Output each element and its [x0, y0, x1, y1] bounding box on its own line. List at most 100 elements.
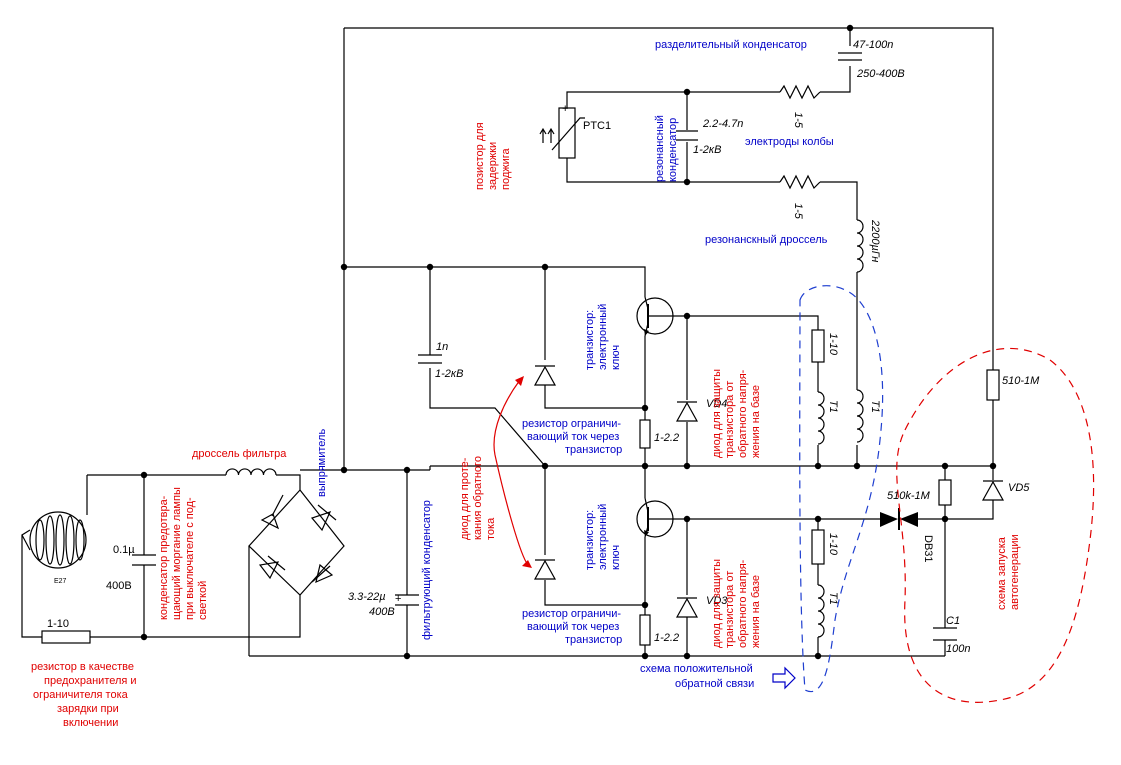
svg-text:резонансный: резонансный [654, 115, 666, 182]
svg-text:при выключателе с под-: при выключателе с под- [184, 497, 196, 620]
svg-text:T1: T1 [827, 400, 839, 413]
svg-text:зарядки при: зарядки при [57, 703, 119, 715]
svg-text:1-2.2: 1-2.2 [654, 432, 679, 444]
svg-text:400B: 400B [106, 580, 132, 592]
svg-text:1-10: 1-10 [47, 618, 69, 630]
svg-text:транзистор:: транзистор: [584, 310, 596, 370]
svg-text:ключ: ключ [610, 545, 622, 570]
capacitor-1n [418, 354, 442, 364]
svg-text:включении: включении [63, 717, 118, 729]
svg-text:1-10: 1-10 [827, 533, 839, 556]
svg-text:VD4: VD4 [706, 398, 727, 410]
autogen-region-outline [896, 347, 1095, 703]
svg-text:3.3-22µ: 3.3-22µ [348, 591, 386, 603]
feedback-region-outline [799, 285, 884, 693]
svg-text:фильтрующий конденсатор: фильтрующий конденсатор [421, 500, 433, 640]
svg-text:1-5: 1-5 [792, 203, 804, 220]
svg-text:1-2.2: 1-2.2 [654, 632, 679, 644]
svg-text:250-400B: 250-400B [856, 68, 905, 80]
svg-text:схема запуска: схема запуска [996, 536, 1008, 610]
svg-text:1n: 1n [436, 341, 448, 353]
svg-text:резистор ограничи-: резистор ограничи- [522, 418, 621, 430]
svg-text:щающий моргание лампы: щающий моргание лампы [171, 487, 183, 620]
capacitor-0-1u [132, 554, 156, 566]
svg-text:электронный: электронный [597, 504, 609, 570]
separating-capacitor [838, 52, 862, 61]
transformer-winding-bottom [817, 584, 825, 638]
diode-reverse-top [533, 365, 557, 386]
svg-text:ключ: ключ [610, 345, 622, 370]
wires [21, 27, 994, 657]
filter-choke [225, 468, 277, 476]
svg-text:400B: 400B [369, 606, 395, 618]
svg-text:светкой: светкой [197, 581, 209, 620]
svg-text:жения на базе: жения на базе [750, 575, 762, 648]
svg-text:резистор в качестве: резистор в качестве [31, 661, 134, 673]
svg-text:диод для проте-: диод для проте- [459, 457, 471, 540]
label-electrodes: электроды колбы [745, 136, 834, 148]
svg-text:транзистор:: транзистор: [584, 510, 596, 570]
diode-reverse-bottom [533, 559, 557, 580]
resistor-electrode-bottom [779, 174, 821, 190]
capacitor-c1 [933, 627, 957, 641]
svg-text:транзистор: транзистор [565, 634, 622, 646]
diode-vd4 [675, 401, 699, 422]
svg-text:резонанскный дроссель: резонанскный дроссель [705, 234, 828, 246]
svg-text:C1: C1 [946, 615, 960, 627]
transistor-top [636, 296, 674, 337]
svg-text:обратной связи: обратной связи [675, 678, 754, 690]
svg-text:жения на базе: жения на базе [750, 385, 762, 458]
lamp-icon: E27 [21, 511, 87, 585]
svg-text:обратного напря-: обратного напря- [737, 559, 749, 648]
svg-text:1-2кВ: 1-2кВ [693, 144, 721, 156]
svg-text:схема положительной: схема положительной [640, 663, 753, 675]
svg-text:диод для защиты: диод для защиты [711, 559, 723, 648]
svg-text:T1: T1 [869, 400, 881, 413]
svg-text:вающий ток через: вающий ток через [527, 621, 619, 633]
svg-text:T1: T1 [827, 592, 839, 605]
resonant-choke [856, 219, 864, 273]
resistor-limit-top [639, 419, 651, 449]
svg-text:1-2кB: 1-2кB [435, 368, 463, 380]
resistor-limit-bottom [639, 614, 651, 646]
svg-text:2200µГн: 2200µГн [869, 219, 881, 262]
resistor-base-bottom [811, 529, 825, 565]
svg-text:1-10: 1-10 [827, 333, 839, 356]
svg-text:конденсатор предотвра-: конденсатор предотвра- [158, 495, 170, 620]
resonant-capacitor [676, 130, 698, 141]
diac-db31 [880, 508, 918, 530]
svg-text:дроссель фильтра: дроссель фильтра [192, 448, 287, 460]
bridge-rectifier [248, 489, 345, 596]
svg-text:кания обратного: кания обратного [472, 456, 484, 540]
svg-text:E27: E27 [54, 578, 67, 585]
svg-text:транзистора от: транзистора от [724, 381, 736, 458]
svg-text:позистор для: позистор для [474, 122, 486, 190]
transformer-winding-top-b [856, 389, 864, 443]
svg-text:+: + [562, 103, 568, 115]
svg-text:транзистор: транзистор [565, 444, 622, 456]
svg-text:PTC1: PTC1 [583, 120, 611, 132]
svg-text:диод для защиты: диод для защиты [711, 369, 723, 458]
svg-text:поджига: поджига [500, 147, 512, 190]
diode-vd3 [675, 597, 699, 618]
svg-text:510k-1M: 510k-1M [887, 490, 931, 502]
filter-capacitor [395, 594, 419, 606]
svg-text:транзистора от: транзистора от [724, 571, 736, 648]
transformer-winding-top-a [817, 391, 825, 445]
reverse-current-arrow [493, 376, 532, 568]
svg-text:510-1M: 510-1M [1002, 375, 1040, 387]
svg-text:автогенерации: автогенерации [1009, 534, 1021, 610]
svg-text:резистор ограничи-: резистор ограничи- [522, 608, 621, 620]
svg-text:конденсатор: конденсатор [667, 118, 679, 182]
svg-text:2.2-4.7n: 2.2-4.7n [702, 118, 743, 130]
transistor-bottom [636, 497, 674, 538]
svg-text:0.1µ: 0.1µ [113, 544, 135, 556]
svg-text:47-100n: 47-100n [853, 39, 893, 51]
svg-text:+: + [395, 593, 401, 605]
svg-text:100n: 100n [946, 643, 970, 655]
svg-text:обратного напря-: обратного напря- [737, 369, 749, 458]
svg-text:VD3: VD3 [706, 595, 728, 607]
svg-text:VD5: VD5 [1008, 482, 1030, 494]
resistor-base-top [811, 329, 825, 363]
